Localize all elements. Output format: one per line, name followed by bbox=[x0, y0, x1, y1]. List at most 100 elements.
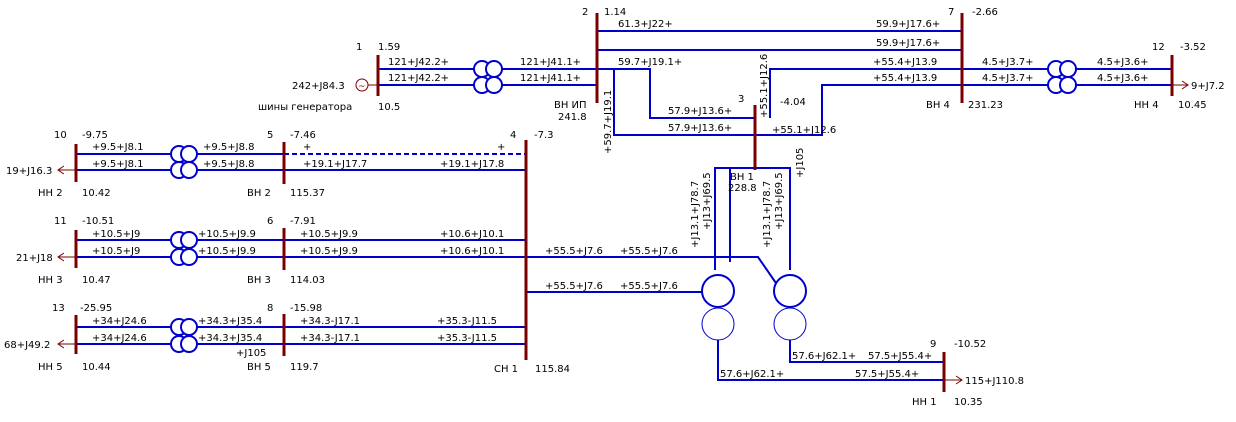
flow-label: 59.9+J17.6+ bbox=[876, 19, 940, 30]
flow-label: +J13+J69.5 bbox=[774, 172, 785, 230]
flow-label: 4.5+J3.7+ bbox=[982, 73, 1034, 84]
line-at1-9 bbox=[717, 340, 944, 381]
flow-labels: 121+J42.2+ 121+J42.2+ 121+J41.1+ 121+J41… bbox=[92, 19, 1149, 380]
transformer-t3[interactable] bbox=[170, 231, 198, 266]
generator-symbol: ~ bbox=[358, 82, 366, 92]
load-nn5-value: 68+J49.2 bbox=[4, 340, 50, 351]
flow-label: +35.3-J11.5 bbox=[437, 333, 497, 344]
node-10-angle: -9.75 bbox=[82, 130, 108, 141]
flow-label: +10.5+J9 bbox=[92, 229, 140, 240]
node-12-name: НН 4 bbox=[1134, 100, 1159, 111]
node-7-angle: -2.66 bbox=[972, 7, 998, 18]
node-8-voltage: 119.7 bbox=[290, 362, 319, 373]
node-1-voltage: 10.5 bbox=[378, 102, 400, 113]
line-2-3-a bbox=[597, 68, 755, 119]
flow-label: +34.3-J17.1 bbox=[300, 333, 360, 344]
flow-label: 59.9+J17.6+ bbox=[876, 38, 940, 49]
transformers bbox=[170, 60, 1077, 353]
generator-icon bbox=[355, 78, 369, 92]
flow-label: +55.1+J12.6 bbox=[772, 125, 836, 136]
node-10-number: 10 bbox=[54, 130, 67, 141]
flow-label: +9.5+J8.8 bbox=[203, 142, 255, 153]
node-13-angle: -25.95 bbox=[80, 303, 112, 314]
flow-label: +34.3-J17.1 bbox=[300, 316, 360, 327]
transformer-t5[interactable] bbox=[170, 318, 198, 353]
load-arrow-nn2-icon[interactable] bbox=[57, 165, 65, 175]
flow-label: 57.9+J13.6+ bbox=[668, 123, 732, 134]
node-10-voltage: 10.42 bbox=[82, 188, 111, 199]
autotransformer-at1[interactable] bbox=[701, 274, 735, 341]
line-3-7-a bbox=[769, 68, 962, 118]
node-2-number: 2 bbox=[582, 7, 588, 18]
node-5-angle: -7.46 bbox=[290, 130, 316, 141]
flow-label: 61.3+J22+ bbox=[618, 19, 673, 30]
node-11-voltage: 10.47 bbox=[82, 275, 111, 286]
flow-label: +55.5+J7.6 bbox=[545, 246, 603, 257]
flow-label: +10.5+J9.9 bbox=[300, 246, 358, 257]
node-12-number: 12 bbox=[1152, 42, 1165, 53]
line-2-3-b bbox=[613, 69, 755, 136]
node-8-number: 8 bbox=[267, 303, 273, 314]
buses bbox=[74, 13, 1174, 392]
flow-label: +10.5+J9 bbox=[92, 246, 140, 257]
node-6-number: 6 bbox=[267, 216, 273, 227]
flow-label: +55.5+J7.6 bbox=[620, 281, 678, 292]
flow-label: +J13.1+J78.7 bbox=[762, 181, 773, 248]
node-9-voltage: 10.35 bbox=[954, 397, 983, 408]
flow-label: + bbox=[497, 142, 505, 153]
node-2-voltage: 241.8 bbox=[558, 112, 587, 123]
node-2-angle: 1.14 bbox=[604, 7, 626, 18]
node-1-angle: 1.59 bbox=[378, 42, 400, 53]
node-9-name: НН 1 bbox=[912, 397, 937, 408]
node-1-name: шины генератора bbox=[258, 102, 352, 113]
transformer-t4[interactable] bbox=[1047, 60, 1077, 94]
node-11-number: 11 bbox=[54, 216, 67, 227]
load-nn3-value: 21+J18 bbox=[16, 253, 53, 264]
flow-label: +55.1+J12.6 bbox=[759, 54, 770, 118]
flow-label: +10.5+J9.9 bbox=[300, 229, 358, 240]
flow-label: 57.5+J55.4+ bbox=[868, 351, 932, 362]
node-3-number: 3 bbox=[738, 94, 744, 105]
load-arrow-nn5-icon[interactable] bbox=[57, 339, 65, 349]
transformer-t1[interactable] bbox=[473, 60, 503, 94]
node-4-number: 4 bbox=[510, 130, 516, 141]
load-arrow-nn1-icon[interactable] bbox=[955, 375, 963, 385]
flow-label: +10.5+J9.9 bbox=[198, 229, 256, 240]
node-7-number: 7 bbox=[948, 7, 954, 18]
flow-label: +34+J24.6 bbox=[92, 316, 147, 327]
load-arrow-nn4-icon[interactable] bbox=[1181, 80, 1189, 90]
flow-label: +35.3-J11.5 bbox=[437, 316, 497, 327]
line-4-at1 bbox=[526, 256, 779, 287]
flow-label: 121+J42.2+ bbox=[388, 73, 449, 84]
flow-label: + bbox=[303, 142, 311, 153]
flow-label: 57.9+J13.6+ bbox=[668, 106, 732, 117]
flow-label: +9.5+J8.8 bbox=[203, 159, 255, 170]
node-3-name: ВН 1 bbox=[730, 172, 754, 183]
network-lines bbox=[76, 30, 1188, 381]
flow-label: +55.5+J7.6 bbox=[620, 246, 678, 257]
node-7-voltage: 231.23 bbox=[968, 100, 1003, 111]
flow-label: +9.5+J8.1 bbox=[92, 159, 144, 170]
flow-label: 59.7+J19.1+ bbox=[618, 57, 682, 68]
node-8-angle: -15.98 bbox=[290, 303, 322, 314]
generator[interactable]: ~ 242+J84.3 bbox=[292, 78, 378, 92]
flow-label: 121+J41.1+ bbox=[520, 73, 581, 84]
flow-label: 4.5+J3.7+ bbox=[982, 57, 1034, 68]
flow-label: 57.5+J55.4+ bbox=[855, 369, 919, 380]
autotransformer-at2[interactable] bbox=[773, 274, 807, 341]
node-3-angle: -4.04 bbox=[780, 97, 806, 108]
load-nn2-value: 19+J16.3 bbox=[6, 166, 52, 177]
node-12-angle: -3.52 bbox=[1180, 42, 1206, 53]
node-labels: 1 1.59 шины генератора 10.5 2 1.14 ВН ИП… bbox=[38, 7, 1207, 408]
load-nn1-value: 115+J110.8 bbox=[965, 376, 1024, 387]
loads: 9+J7.2 115+J110.8 19+J16.3 21+J18 68+J49… bbox=[4, 80, 1225, 387]
node-4-angle: -7.3 bbox=[534, 130, 554, 141]
line-3-at-a bbox=[714, 167, 755, 270]
node-10-name: НН 2 bbox=[38, 188, 63, 199]
transformer-t2[interactable] bbox=[170, 145, 198, 179]
node-9-number: 9 bbox=[930, 339, 936, 350]
flow-label: +J105 bbox=[236, 348, 266, 359]
flow-label: +J13+J69.5 bbox=[702, 172, 713, 230]
flow-label: +59.7+J19.1 bbox=[603, 90, 614, 154]
load-arrow-nn3-icon[interactable] bbox=[57, 252, 65, 262]
